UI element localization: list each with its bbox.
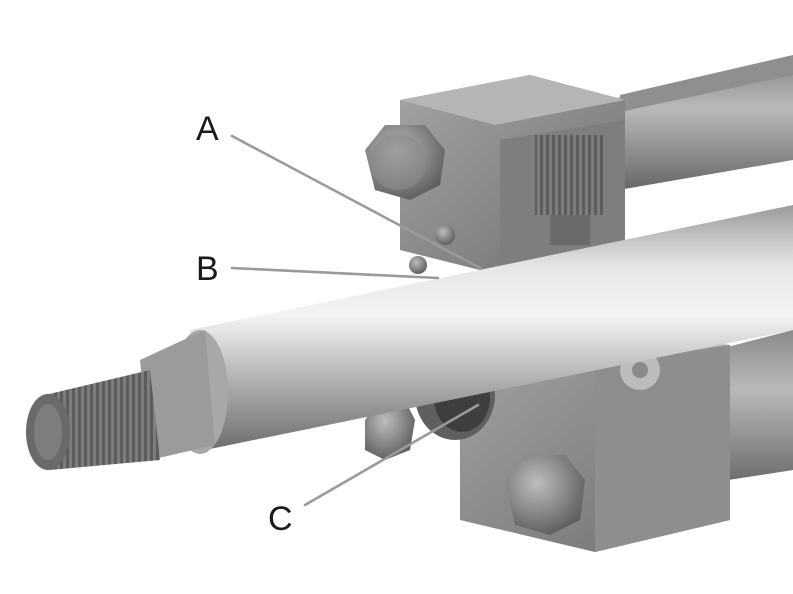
lower-tie-rod-nuts — [365, 400, 585, 535]
port-thread-icon — [535, 135, 603, 215]
rod-threaded-end — [26, 330, 215, 470]
upper-tie-rod-nut — [365, 125, 445, 200]
callout-label-c: C — [268, 500, 293, 538]
leader-line-a — [230, 134, 482, 270]
callout-label-a: A — [196, 110, 219, 148]
upper-head-block — [400, 75, 625, 275]
leader-line-b — [230, 266, 440, 280]
callout-label-b: B — [196, 250, 219, 288]
leader-line-c — [303, 403, 480, 507]
